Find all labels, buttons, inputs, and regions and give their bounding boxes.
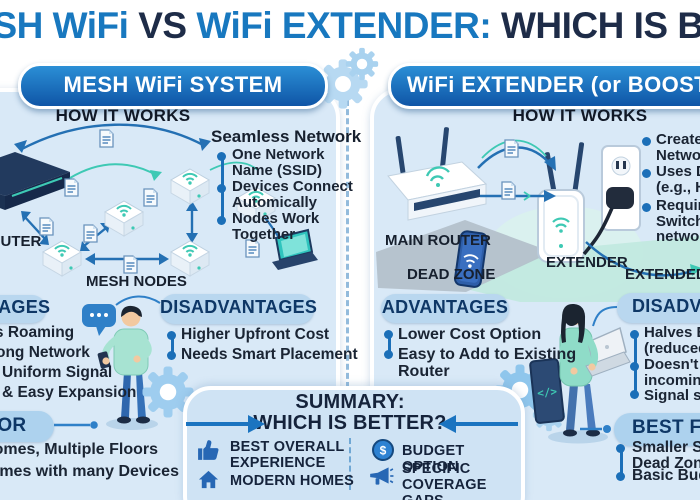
right-best-for-item: Basic Budget (632, 467, 700, 484)
right-advantage-item: Lower Cost Option (398, 326, 542, 343)
extender-feature-item: Requires ManualSwitching betweennetworks (656, 197, 700, 245)
left-best-for-item: Large Homes, Multiple Floors (0, 441, 159, 458)
left-disadvantages-title: DISADVANTAGES (160, 297, 318, 317)
extender-label: EXTENDER (546, 254, 628, 271)
dead-zone-label: DEAD ZONE (407, 266, 496, 283)
bullet-dot (167, 331, 176, 340)
left-best-for-pill (0, 411, 54, 442)
summary-box (183, 386, 525, 500)
bullet-connector (388, 335, 391, 355)
right-disadvantages-pill (617, 293, 700, 323)
extended-area-label: EXTENDED AREA (625, 266, 700, 283)
title-part-vs: VS (128, 5, 197, 46)
mesh-nodes-label: MESH NODES (86, 273, 187, 290)
summary-item-label: BUDGET OPTION (402, 443, 465, 475)
right-advantages-title: ADVANTAGES (381, 297, 509, 317)
right-disadvantages-title: DISADVANTAGES (632, 296, 700, 316)
summary-item-label: MODERN HOMES (230, 473, 355, 489)
left-disadvantage-item: Needs Smart Placement (181, 346, 358, 363)
left-how-it-works: HOW IT WORKS (55, 106, 191, 125)
left-best-for-title: BEST FOR (0, 415, 27, 436)
title-part-which: WHICH IS BETTER? (500, 5, 700, 46)
left-advantages-pill (0, 295, 46, 323)
bullet-dot (217, 216, 226, 225)
seamless-network-title: Seamless Network (211, 127, 362, 146)
left-disadvantage-item: Higher Upfront Cost (181, 326, 330, 343)
bullet-dot (616, 472, 625, 481)
router-label: ROUTER (0, 233, 42, 250)
right-how-it-works: HOW IT WORKS (512, 106, 648, 125)
extender-feature-item: Uses Different Name(e.g., Home_EXT) (656, 163, 700, 196)
left-panel-header: MESH WiFi SYSTEM (18, 63, 328, 109)
gear-icon (345, 47, 379, 81)
right-best-for-pill (614, 413, 700, 446)
left-advantage-item: Uniform Signal (2, 364, 113, 381)
left-advantage-item: & Easy Expansion (2, 384, 137, 401)
bullet-dot (642, 137, 651, 146)
center-divider (346, 100, 349, 388)
left-disadvantages-pill (160, 294, 314, 324)
megaphone-icon (368, 463, 394, 494)
left-best-for-item: Homes with many Devices (0, 463, 179, 480)
summary-item-label: BEST OVERALL EXPERIENCE (230, 439, 345, 471)
bullet-connector (620, 449, 623, 475)
home-icon (197, 468, 220, 496)
page-title: MESH WiFi VS WiFi EXTENDER: WHICH IS BET… (0, 5, 700, 47)
extender-feature-item: Creates a SecondNetwork (656, 131, 700, 164)
bullet-dot (630, 362, 639, 371)
summary-divider (349, 438, 351, 490)
summary-item-label: SPECIFIC COVERAGE GAPS (402, 461, 487, 500)
bullet-dot (642, 169, 651, 178)
dollar-coin-icon: $ (371, 438, 395, 467)
thumbs-up-icon (196, 438, 221, 468)
left-advantages-title: ADVANTAGES (0, 297, 51, 317)
bullet-dot (616, 444, 625, 453)
svg-text:$: $ (380, 444, 387, 458)
bullet-dot (167, 351, 176, 360)
right-panel-header: WiFi EXTENDER (or BOOSTER) (388, 63, 700, 109)
summary-title-line1: SUMMARY: (295, 391, 405, 413)
main-router-label: MAIN ROUTER (385, 232, 491, 249)
right-disadvantage-item: Signal still limited (644, 387, 700, 404)
bullet-connector (171, 336, 174, 354)
summary-title-line2: WHICH IS BETTER? (253, 412, 447, 434)
left-advantage-item: One Strong Network (0, 344, 90, 361)
right-advantages-pill (381, 294, 509, 323)
right-disadvantage-item: Doesn't fix weakincoming signal (644, 356, 700, 389)
bullet-dot (642, 203, 651, 212)
bullet-dot (384, 330, 393, 339)
bullet-dot (217, 184, 226, 193)
bullet-dot (630, 330, 639, 339)
right-best-for-title: BEST FOR (632, 417, 700, 438)
left-advantage-item: Seamless Roaming (0, 324, 75, 341)
right-disadvantage-item: Halves Bandwidth(reduced speed) (644, 324, 700, 357)
right-best-for-item: Smaller Spaces,Dead Zones (632, 439, 700, 472)
title-part-mesh: MESH WiFi (0, 5, 129, 46)
bullet-dot (630, 390, 639, 399)
bullet-dot (384, 350, 393, 359)
bullet-dot (217, 152, 226, 161)
title-part-extender: WiFi EXTENDER: (196, 5, 492, 46)
